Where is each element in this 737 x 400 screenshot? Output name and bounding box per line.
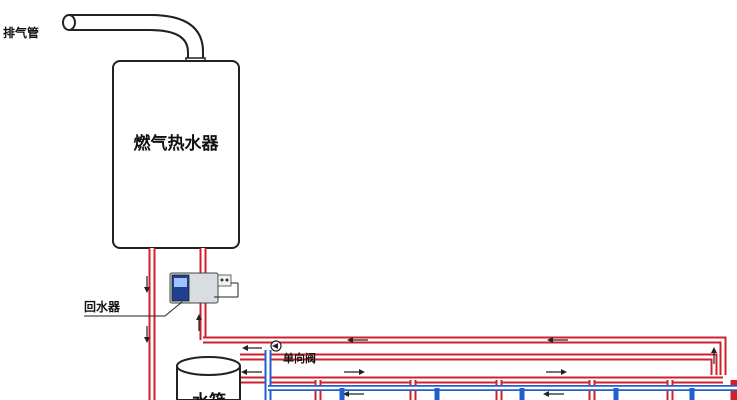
- arrow-icon: [546, 369, 567, 375]
- cold-pipe: [264, 350, 737, 400]
- arrow-icon: [543, 391, 564, 397]
- exhaust-pipe-label: 排气管: [3, 25, 39, 40]
- heater-label: 燃气热水器: [134, 133, 220, 154]
- return-controller-icon: [169, 272, 239, 304]
- arrow-icon: [144, 276, 150, 293]
- check-valve-label: 单向阀: [283, 351, 316, 365]
- return-device-label: 回水器: [84, 299, 121, 314]
- arrow-icon: [144, 326, 150, 343]
- exhaust-pipe-opening: [62, 14, 76, 31]
- exhaust-pipe: [62, 14, 206, 63]
- hot-loop-pipe: [203, 336, 727, 375]
- gas-water-heater: [112, 60, 240, 249]
- return-device-leader: [84, 301, 183, 317]
- arrow-icon: [242, 345, 262, 351]
- arrow-icon: [344, 369, 365, 375]
- arrow-icon: [347, 337, 368, 343]
- arrow-icon: [196, 314, 202, 331]
- arrow-icon: [711, 347, 717, 364]
- arrow-icon: [547, 337, 568, 343]
- arrow-icon: [343, 391, 364, 397]
- tank-label: 水箱: [192, 391, 226, 400]
- arrow-icon: [241, 369, 262, 375]
- water-tank: [176, 356, 241, 400]
- check-valve-icon: [270, 340, 282, 352]
